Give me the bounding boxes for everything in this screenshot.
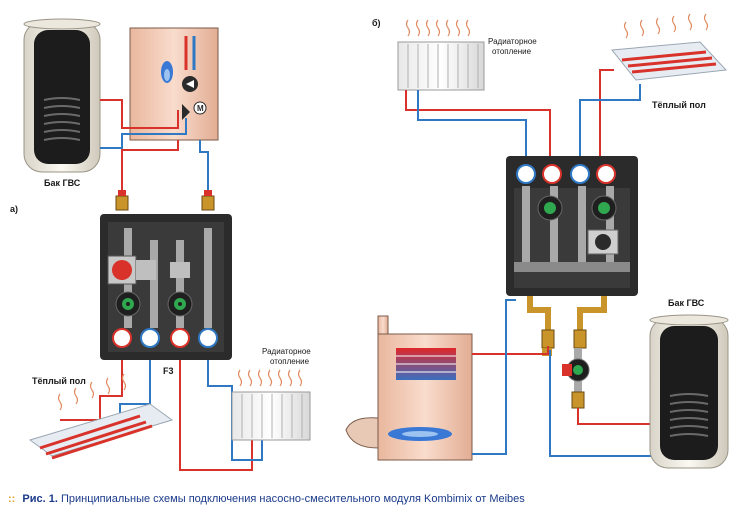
radiator-b	[397, 19, 485, 91]
caption-text: Принципиальные схемы подключения насосно…	[60, 493, 525, 505]
motor-symbol: M	[197, 104, 204, 113]
radiator-a	[231, 369, 311, 441]
pipes-tank-boiler-a	[100, 99, 209, 200]
dhw-tank-b	[649, 314, 729, 469]
tank-a-label: Бак ГВС	[44, 178, 81, 188]
pump-icon	[537, 195, 563, 221]
pipes-boiler-tank-b	[472, 299, 660, 457]
pump-icon	[167, 291, 193, 317]
boiler-b	[345, 315, 473, 461]
floor-a-label: Тёплый пол	[32, 376, 86, 386]
dhw-tank-a	[23, 18, 101, 173]
mixing-module-b	[506, 156, 638, 296]
tank-b-label: Бак ГВС	[668, 298, 705, 308]
schemes-svg: Бак ГВС M а)	[10, 13, 729, 471]
thermometer-icon	[112, 328, 218, 348]
pump-icon	[115, 291, 141, 317]
pump-group-b	[542, 348, 590, 409]
caption-prefix: Рис. 1.	[22, 493, 58, 505]
radiator-b-label-2: отопление	[492, 47, 532, 56]
radiator-a-label-1: Радиаторное	[262, 347, 311, 356]
pipes-consumers-b	[405, 69, 641, 160]
scheme-b-label: б)	[372, 18, 381, 28]
figure-caption: :: Рис. 1. Принципиальные схемы подключе…	[8, 493, 738, 511]
underfloor-a	[28, 373, 174, 460]
thermometer-icon	[516, 164, 616, 184]
pump-icon	[591, 195, 617, 221]
valves-a	[115, 190, 215, 211]
caption-marker-icon: ::	[8, 493, 16, 505]
underfloor-b	[611, 13, 728, 81]
scheme-a-label: а)	[10, 204, 18, 214]
motor-valve-icon	[193, 101, 207, 115]
radiator-a-label-2: отопление	[270, 357, 310, 366]
fittings-b	[527, 296, 607, 349]
f3-label: F3	[163, 366, 174, 376]
floor-b-label: Тёплый пол	[652, 100, 706, 110]
boiler-a: M	[129, 27, 219, 141]
radiator-b-label-1: Радиаторное	[488, 37, 537, 46]
mixing-module-a	[100, 214, 232, 360]
